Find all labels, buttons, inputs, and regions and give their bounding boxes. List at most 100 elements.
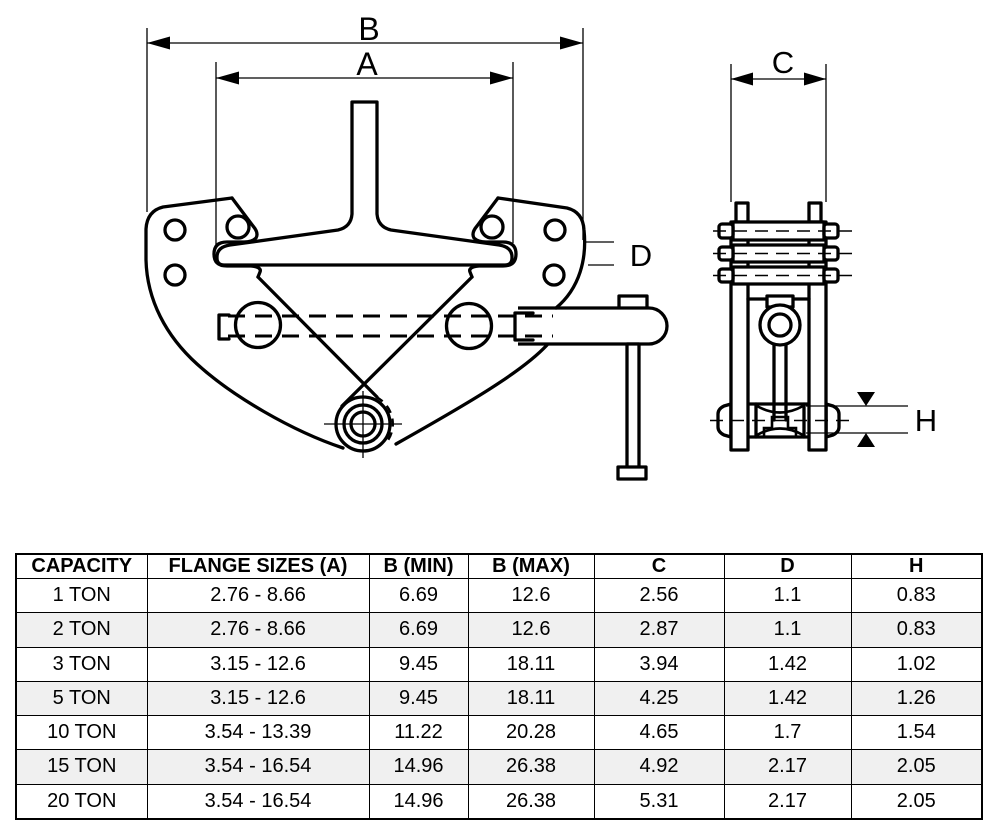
table-cell: 20 TON (15, 783, 148, 820)
table-cell: 14.96 (368, 749, 469, 785)
header-d: D (723, 553, 852, 579)
table-row: 20 TON 3.54 - 16.54 14.96 26.38 5.31 2.1… (15, 783, 983, 820)
table-cell: 1.54 (850, 714, 983, 751)
cam-holes (233, 300, 494, 351)
clamp-screw-assembly (518, 294, 669, 346)
table-cell: 2.56 (593, 577, 725, 614)
dimension-d-label: D (630, 238, 652, 273)
table-cell: 3.94 (593, 646, 725, 682)
table-row: 15 TON 3.54 - 16.54 14.96 26.38 4.92 2.1… (15, 749, 983, 785)
technical-drawing: B A D (144, 11, 937, 481)
table-cell: 4.65 (593, 714, 725, 751)
plate-holes (163, 214, 567, 287)
table-cell: 2.05 (850, 783, 983, 820)
eye-hidden-arc (375, 395, 394, 444)
table-row: 5 TON 3.15 - 12.6 9.45 18.11 4.25 1.42 1… (15, 680, 983, 717)
beam-section-hatched (215, 100, 514, 267)
table-cell: 2.05 (850, 749, 983, 785)
table-cell: 1 TON (15, 577, 148, 614)
table-cell: 10 TON (15, 714, 148, 751)
table-row: 2 TON 2.76 - 8.66 6.69 12.6 2.87 1.1 0.8… (15, 612, 983, 648)
header-capacity: CAPACITY (15, 553, 148, 579)
table-cell: 3.54 - 16.54 (146, 749, 370, 785)
table-cell: 1.1 (723, 577, 852, 614)
table-cell: 1.02 (850, 646, 983, 682)
table-cell: 3.15 - 12.6 (146, 680, 370, 717)
side-plate-ear-left (734, 201, 750, 224)
bar-end-bracket-left (217, 313, 231, 341)
spec-table: CAPACITY FLANGE SIZES (A) B (MIN) B (MAX… (15, 553, 983, 820)
tommy-bar (616, 342, 648, 481)
screw-body (518, 306, 669, 346)
table-cell: 9.45 (368, 680, 469, 717)
table-cell: 12.6 (467, 612, 595, 648)
table-cell: 2.17 (723, 749, 852, 785)
table-cell: 18.11 (467, 646, 595, 682)
table-cell: 2.17 (723, 783, 852, 820)
dimension-d: D (585, 238, 652, 273)
side-plate-ear-right (807, 201, 823, 224)
table-cell: 0.83 (850, 612, 983, 648)
table-cell: 4.25 (593, 680, 725, 717)
suspension-eye (324, 391, 402, 458)
table-cell: 18.11 (467, 680, 595, 717)
side-view: C H (710, 45, 937, 452)
dimension-h-label: H (915, 403, 937, 438)
table-cell: 3.15 - 12.6 (146, 646, 370, 682)
table-cell: 4.92 (593, 749, 725, 785)
right-arm-inner-edge (340, 275, 474, 408)
table-row: 3 TON 3.15 - 12.6 9.45 18.11 3.94 1.42 1… (15, 646, 983, 682)
table-cell: 20.28 (467, 714, 595, 751)
table-cell: 3 TON (15, 646, 148, 682)
table-cell: 2.76 - 8.66 (146, 612, 370, 648)
dimension-h: H (806, 392, 937, 447)
table-cell: 9.45 (368, 646, 469, 682)
header-b-max: B (MAX) (467, 553, 595, 579)
threaded-bar-hidden-lines (217, 311, 553, 342)
table-cell: 5 TON (15, 680, 148, 717)
header-h: H (850, 553, 983, 579)
header-c: C (593, 553, 725, 579)
table-cell: 26.38 (467, 749, 595, 785)
table-cell: 3.54 - 16.54 (146, 783, 370, 820)
header-flange-sizes: FLANGE SIZES (A) (146, 553, 370, 579)
table-cell: 2.87 (593, 612, 725, 648)
table-cell: 11.22 (368, 714, 469, 751)
table-cell: 1.26 (850, 680, 983, 717)
bar-end-bracket-right (513, 311, 535, 342)
table-row: 1 TON 2.76 - 8.66 6.69 12.6 2.56 1.1 0.8… (15, 577, 983, 614)
right-clamp-plate (340, 196, 587, 446)
table-cell: 15 TON (15, 749, 148, 785)
dimension-c-label: C (772, 45, 794, 80)
table-cell: 14.96 (368, 783, 469, 820)
left-jaw-lip (212, 196, 262, 279)
right-jaw-lip (468, 196, 518, 279)
table-cell: 5.31 (593, 783, 725, 820)
dimension-b-label: B (358, 11, 379, 47)
table-cell: 3.54 - 13.39 (146, 714, 370, 751)
left-clamp-plate (144, 196, 379, 450)
table-cell: 2.76 - 8.66 (146, 577, 370, 614)
table-row: 10 TON 3.54 - 13.39 11.22 20.28 4.65 1.7… (15, 714, 983, 751)
table-cell: 1.42 (723, 646, 852, 682)
table-cell: 12.6 (467, 577, 595, 614)
table-cell: 2 TON (15, 612, 148, 648)
table-cell: 26.38 (467, 783, 595, 820)
table-header-row: CAPACITY FLANGE SIZES (A) B (MIN) B (MAX… (15, 553, 983, 579)
table-cell: 0.83 (850, 577, 983, 614)
header-b-min: B (MIN) (368, 553, 469, 579)
table-cell: 1.1 (723, 612, 852, 648)
wheel-slot (762, 415, 798, 437)
dimension-a: A (215, 46, 514, 246)
tommy-bar-end-cap (616, 465, 648, 481)
table-cell: 1.42 (723, 680, 852, 717)
dimension-c: C (730, 45, 827, 202)
front-view: B A D (144, 11, 669, 481)
table-cell: 1.7 (723, 714, 852, 751)
dimension-b: B (146, 11, 584, 240)
dimension-a-label: A (356, 46, 378, 82)
centerlines (710, 230, 856, 422)
side-eye-assembly (746, 294, 811, 422)
right-arm-outer-edge (394, 343, 549, 446)
